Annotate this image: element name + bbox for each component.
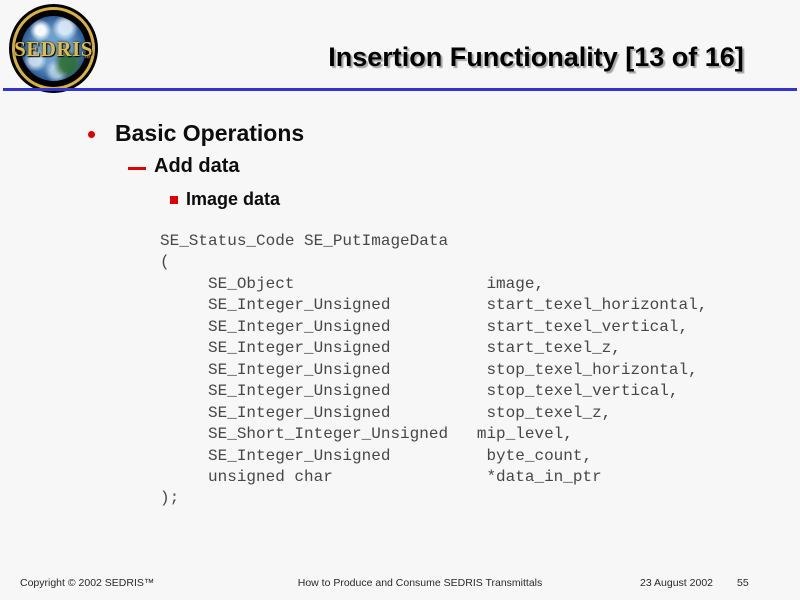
slide-title: Insertion Functionality [13 of 16] [328, 42, 744, 72]
footer-copyright: Copyright © 2002 SEDRIS™ [20, 577, 155, 589]
bullet-square-icon [170, 196, 178, 204]
footer-page-number: 55 [737, 577, 749, 589]
logo-wordmark: SEDRIS [14, 37, 93, 61]
footer-date: 23 August 2002 [640, 577, 713, 589]
code-block-se-putimagedata: SE_Status_Code SE_PutImageData ( SE_Obje… [160, 232, 708, 508]
bullet-level1-basic-operations: Basic Operations [115, 120, 305, 146]
footer-presentation-title: How to Produce and Consume SEDRIS Transm… [297, 577, 543, 589]
bullet-level3-image-data: Image data [186, 189, 281, 209]
bullet-dot-icon [88, 131, 95, 138]
logo-trademark: ™ [84, 56, 90, 62]
bullet-level2-add-data: Add data [154, 155, 240, 177]
title-divider-rule [3, 88, 797, 91]
bullet-dash-icon [128, 167, 146, 170]
sedris-logo: SEDRIS ™ [9, 4, 98, 93]
